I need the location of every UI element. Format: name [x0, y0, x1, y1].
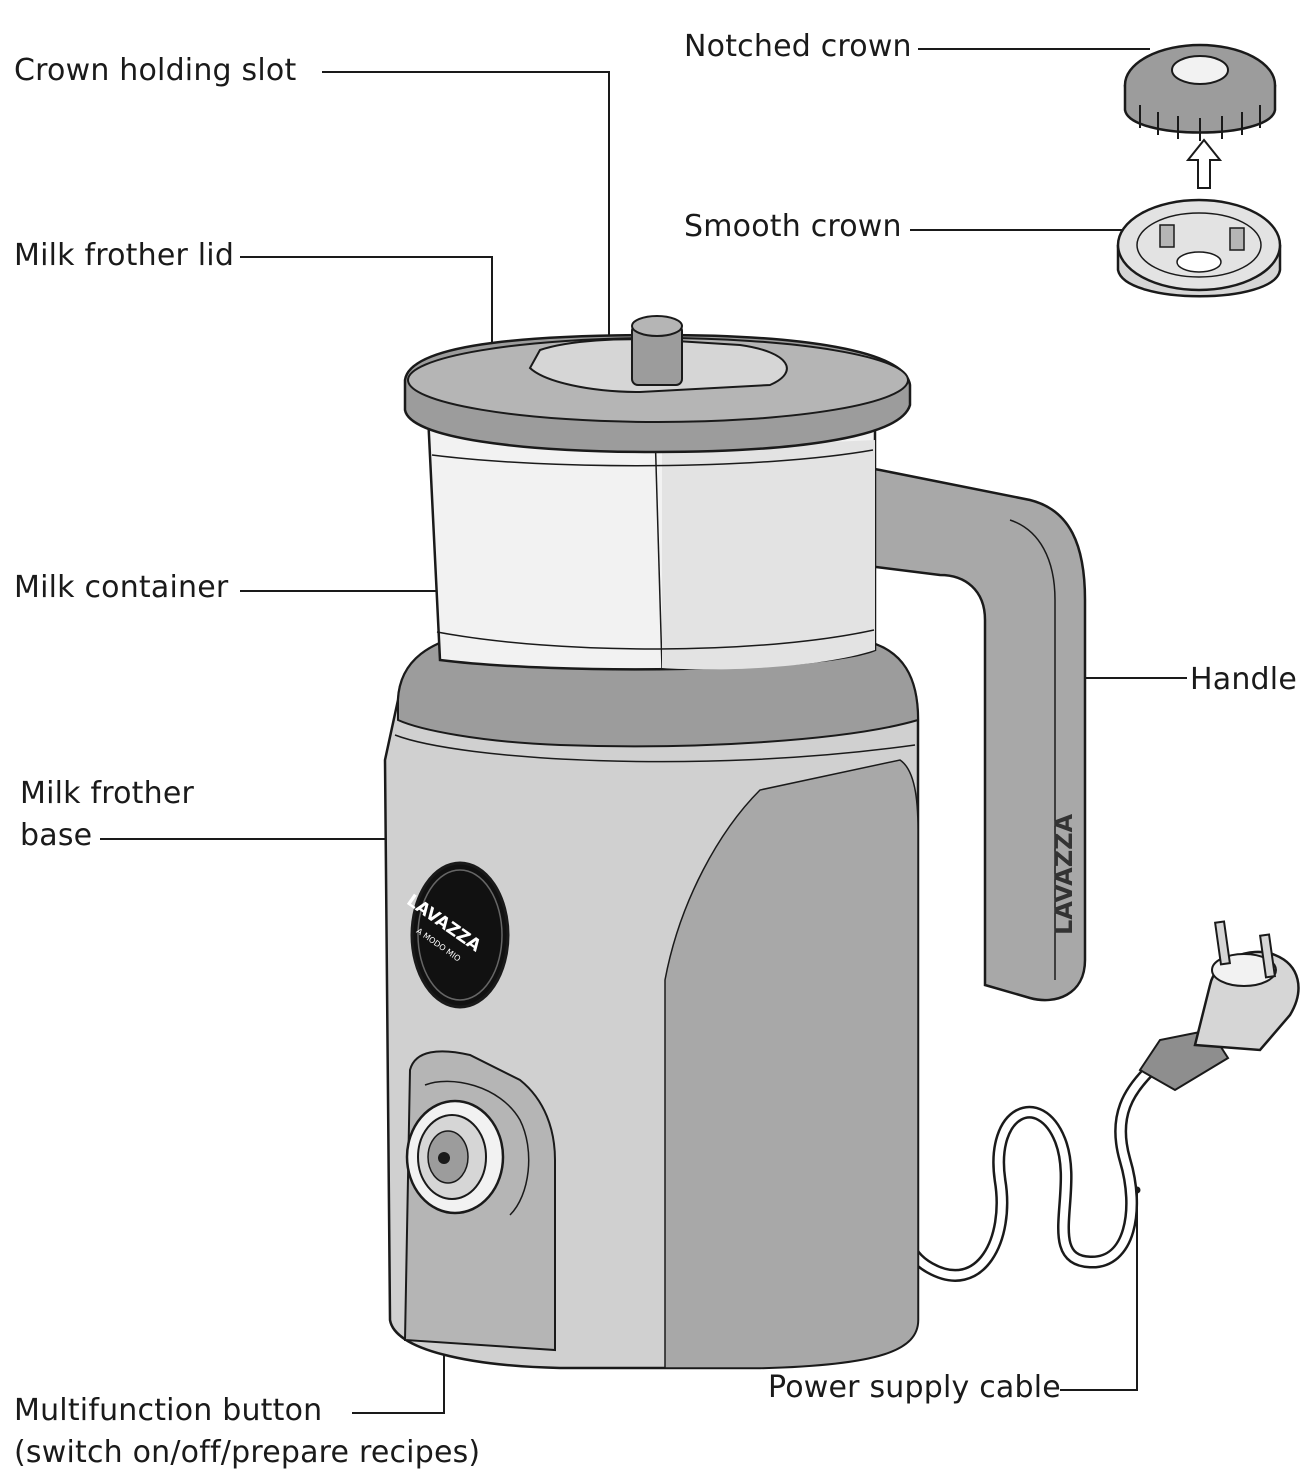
milk-frother-lid-drawing [403, 315, 912, 454]
label-milk-frother-lid: Milk frother lid [14, 238, 235, 273]
leader-lines [100, 48, 1187, 1414]
label-smooth-crown: Smooth crown [684, 209, 902, 244]
leader-crown-holding-slot [322, 71, 610, 368]
label-multifunction-button-line2: (switch on/off/prepare recipes) [14, 1435, 481, 1470]
label-power-supply-cable: Power supply cable [768, 1370, 1061, 1405]
notched-crown-drawing [1123, 43, 1277, 141]
up-arrow-icon [1185, 138, 1223, 189]
smooth-crown-drawing [1116, 198, 1282, 298]
label-milk-frother-base-line1: Milk frother [20, 776, 195, 811]
power-supply-cable-drawing [898, 920, 1300, 1282]
label-crown-holding-slot: Crown holding slot [14, 53, 297, 88]
handle-brand-text: LAVAZZA [1050, 813, 1078, 935]
label-notched-crown: Notched crown [684, 29, 912, 64]
milk-container-drawing [426, 413, 877, 671]
leader-milk-frother-lid [240, 256, 493, 366]
label-milk-container: Milk container [14, 570, 229, 605]
label-milk-frother-base-line2: base [20, 818, 93, 853]
leader-power-supply-cable [1060, 1190, 1138, 1391]
label-multifunction-button-line1: Multifunction button [14, 1393, 323, 1428]
frother-base-drawing: LAVAZZA A MODO MIO [383, 630, 920, 1370]
label-handle: Handle [1190, 662, 1297, 697]
